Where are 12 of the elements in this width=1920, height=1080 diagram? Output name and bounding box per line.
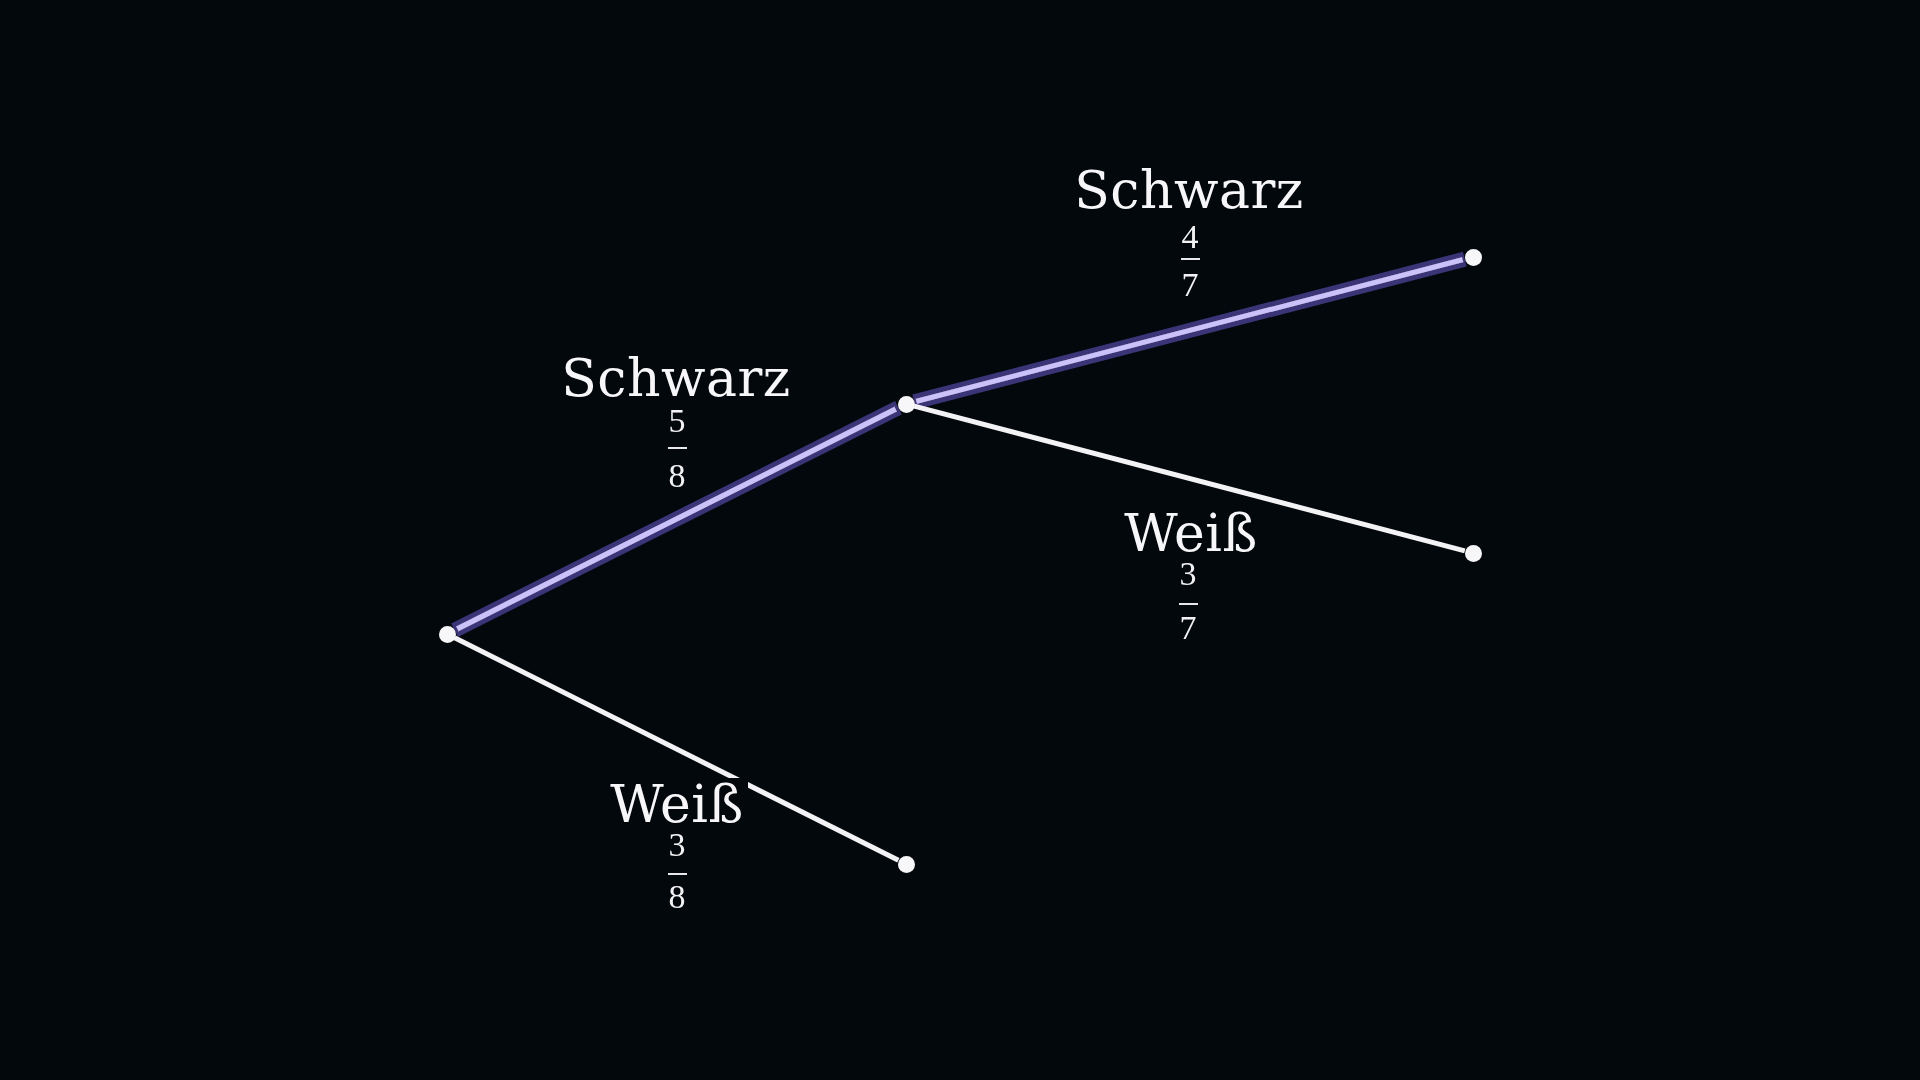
branch-line (913, 403, 1466, 554)
probability-digit: 3 (1179, 557, 1197, 591)
probability-digit: 3 (668, 828, 686, 862)
probability-digit: 5 (668, 404, 686, 438)
highlighted-branch-line (451, 401, 902, 637)
branch-line (453, 635, 900, 863)
probability-digit: 4 (1181, 220, 1199, 254)
probability-digit: 7 (1181, 268, 1199, 302)
probability-digit: 8 (668, 880, 686, 914)
probability-digit: 7 (1179, 611, 1197, 645)
highlighted-branch-line (912, 251, 1467, 410)
probability-digit: 8 (668, 459, 686, 493)
